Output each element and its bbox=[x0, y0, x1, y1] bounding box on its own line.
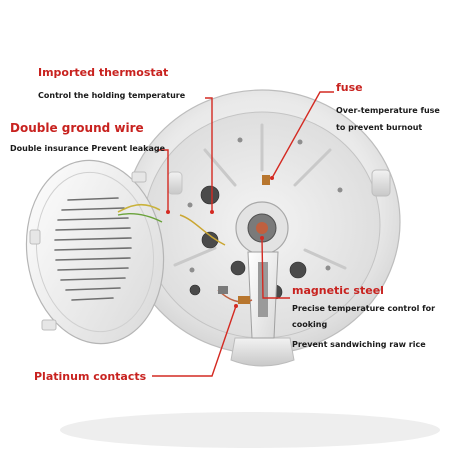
leader-fuse bbox=[271, 91, 334, 179]
magnetic-steel-title: magnetic steel bbox=[292, 284, 384, 297]
fuse-desc-line-2: to prevent burnout bbox=[336, 123, 423, 132]
bottom-cover-plate bbox=[25, 159, 165, 345]
platinum-contacts-title: Platinum contacts bbox=[34, 370, 147, 383]
cooker-body bbox=[123, 89, 401, 367]
fuse-desc-line-1: Over-temperature fuse bbox=[336, 106, 440, 115]
magnetic-steel-desc-line-1: Precise temperature control for bbox=[292, 304, 436, 313]
leader-magnetic-steel bbox=[261, 237, 290, 299]
magnetic-steel-desc-line-2: cooking bbox=[292, 320, 328, 329]
floor-shadow bbox=[60, 412, 440, 448]
ground-wire-desc: Double insurance Prevent leakage bbox=[10, 144, 166, 153]
ground-wire-title: Double ground wire bbox=[10, 121, 144, 135]
leader-ground-wire bbox=[157, 149, 169, 212]
thermostat-desc: Control the holding temperature bbox=[38, 91, 186, 100]
leader-thermostat bbox=[205, 97, 213, 212]
fuse-title: fuse bbox=[336, 81, 363, 94]
leader-platinum bbox=[152, 305, 237, 377]
magnetic-steel-desc-line-3: Prevent sandwiching raw rice bbox=[292, 340, 426, 349]
leader-lines bbox=[152, 91, 334, 377]
thermostat-title: Imported thermostat bbox=[38, 66, 169, 79]
